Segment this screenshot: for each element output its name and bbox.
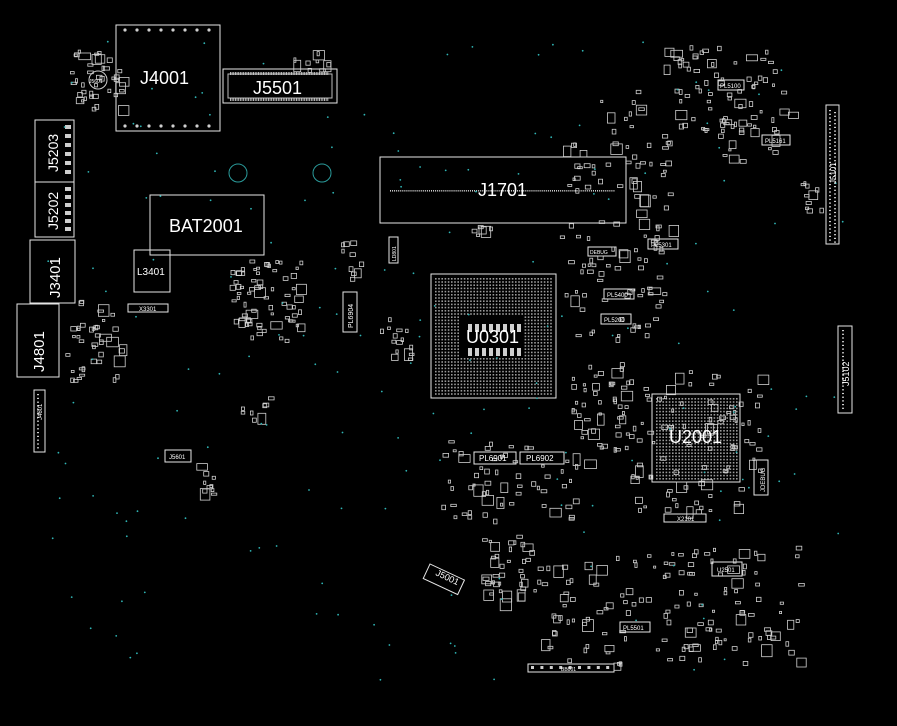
x2101-outline [663, 513, 707, 523]
label-x3301: X3301 [139, 307, 157, 313]
label-pl5200: PL5200 [604, 318, 625, 324]
u2001-outline [651, 393, 741, 483]
label-u2001: U2001 [669, 427, 722, 447]
label-pl5100: PL5100 [720, 84, 741, 90]
label-j5203: J5203 [45, 134, 61, 172]
label-debug: DEBUG [590, 250, 608, 256]
label-x2101: X2101 [677, 517, 695, 523]
bat2001-outline [149, 194, 265, 256]
j4801-outline [16, 303, 60, 378]
label-jdebug: JDEBUG [761, 467, 767, 492]
label-j5102: J5102 [841, 361, 851, 386]
u2501-outline [711, 561, 743, 577]
label-bb001: BB001 [561, 667, 576, 673]
j5101-outline [825, 104, 840, 245]
pl6902-outline [519, 451, 565, 465]
label-pl5301: PL5301 [651, 243, 672, 249]
label-pl5501: PL5501 [623, 626, 644, 632]
label-pl6901: PL6901 [479, 454, 507, 463]
label-j1701: J1701 [478, 180, 527, 200]
j4601-outline [33, 389, 46, 453]
label-j5501: J5501 [253, 78, 302, 98]
l3401-outline [133, 249, 171, 293]
u0301-outline [430, 273, 557, 399]
j1701-outline [379, 156, 627, 224]
label-pl5400: PL5400 [607, 293, 628, 299]
j3401-outline [29, 239, 76, 304]
label-ld801: LD801 [392, 246, 398, 261]
label-pl6902: PL6902 [526, 454, 554, 463]
label-u0301: U0301 [466, 327, 519, 347]
j5001-outline [422, 563, 466, 596]
label-j5101: J5101 [829, 162, 838, 184]
label-l3401: L3401 [137, 267, 165, 278]
label-j5601-small: J5601 [89, 79, 103, 85]
label-j3401: J3401 [47, 257, 64, 298]
label-j5202: J5202 [45, 192, 61, 230]
label-u2501: U2501 [717, 568, 735, 574]
j5102-outline [837, 325, 853, 414]
mounting-hole [228, 163, 248, 183]
label-j5601: J5601 [169, 455, 186, 461]
label-j4001: J4001 [140, 68, 189, 88]
x3301-outline [127, 303, 169, 313]
j5202-outline [34, 181, 75, 238]
jdebug-outline [753, 459, 769, 496]
j5501-outline [222, 68, 338, 104]
label-j4801: J4801 [31, 331, 48, 372]
label-pl5161: PL5161 [765, 139, 786, 145]
pl6901-outline [473, 451, 517, 465]
label-bat2001: BAT2001 [169, 216, 243, 236]
label-pl6904: PL6904 [348, 304, 355, 328]
label-j4601: J4601 [38, 403, 44, 420]
mounting-hole [312, 163, 332, 183]
